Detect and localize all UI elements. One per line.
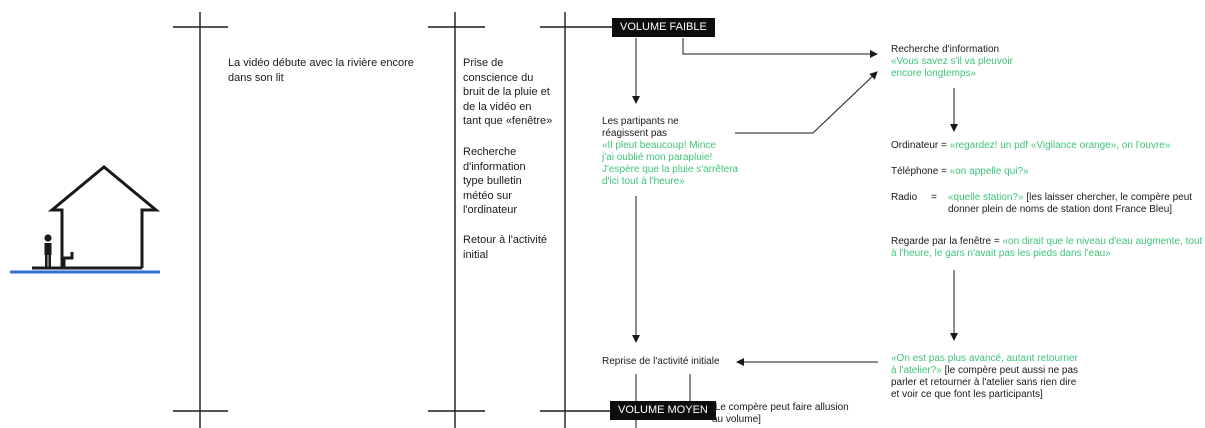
fenetre-quote-2: à l'heure, le gars n'avait pas les pieds… bbox=[891, 248, 1111, 259]
house-icon bbox=[32, 165, 161, 270]
arrow-partipants-to-info bbox=[735, 71, 878, 134]
info-title: Recherche d'information bbox=[891, 44, 1000, 55]
final-note-2: parler et retourner à l'atelier sans rie… bbox=[891, 377, 1077, 388]
info-quote: «Vous savez s'il va pleuvoir encore long… bbox=[891, 56, 1013, 79]
ordinateur-quote: «regardez! un pdf «Vigilance orange», on… bbox=[949, 140, 1171, 151]
radio-quote: «quelle station?» bbox=[948, 192, 1024, 203]
radio-equals: = bbox=[931, 192, 937, 203]
col2-prise-de-conscience: Prise de conscience du bruit de la pluie… bbox=[463, 57, 553, 127]
volume-moyen-note: [Le compère peut faire allusion au volum… bbox=[712, 402, 849, 425]
final-note-3: et voir ce que font les participants] bbox=[891, 389, 1043, 400]
col2-retour: Retour à l'activité initial bbox=[463, 234, 548, 261]
telephone-quote: «on appelle qui?» bbox=[949, 166, 1029, 177]
radio-line-1: «quelle station?» [les laisser chercher,… bbox=[948, 192, 1205, 204]
ordinateur-line: Ordinateur = «regardez! un pdf «Vigilanc… bbox=[891, 140, 1205, 152]
volume-faible-badge: VOLUME FAIBLE bbox=[612, 18, 715, 37]
final-quote-2: à l'atelier?» bbox=[891, 365, 942, 376]
final-quote-1: «On est pas plus avancé, autant retourne… bbox=[891, 353, 1078, 364]
fenetre-label: Regarde par la fenêtre = bbox=[891, 236, 1003, 247]
telephone-line: Téléphone = «on appelle qui?» bbox=[891, 166, 1205, 178]
ordinateur-label: Ordinateur = bbox=[891, 140, 950, 151]
col2-recherche: Recherche d'information type bulletin mé… bbox=[463, 146, 526, 216]
fenetre-quote-1: «on dirait que le niveau d'eau augmente,… bbox=[1002, 236, 1203, 247]
fenetre-line-1: Regarde par la fenêtre = «on dirait que … bbox=[891, 236, 1205, 248]
partipants-text: Les partipants ne réagissent pas bbox=[602, 116, 679, 139]
partipants-quote: «Il pleut beaucoup! Mince j'ai oublié mo… bbox=[602, 140, 739, 187]
radio-note-2: donner plein de noms de station dont Fra… bbox=[948, 204, 1173, 215]
final-note-1: [le compère peut aussi ne pas bbox=[941, 365, 1079, 376]
reprise-text: Reprise de l'activité initiale bbox=[602, 356, 720, 367]
radio-label: Radio bbox=[891, 192, 918, 203]
final-line-2: à l'atelier?» [le compère peut aussi ne … bbox=[891, 365, 1111, 377]
person-icon bbox=[44, 234, 52, 267]
volume-moyen-badge: VOLUME MOYEN bbox=[610, 401, 716, 420]
telephone-label: Téléphone = bbox=[891, 166, 950, 177]
radio-note-1: [les laisser chercher, le compère peut bbox=[1023, 192, 1193, 203]
arrow-faible-to-info bbox=[682, 38, 878, 58]
col1-description: La vidéo débute avec la rivière encore d… bbox=[228, 57, 414, 84]
